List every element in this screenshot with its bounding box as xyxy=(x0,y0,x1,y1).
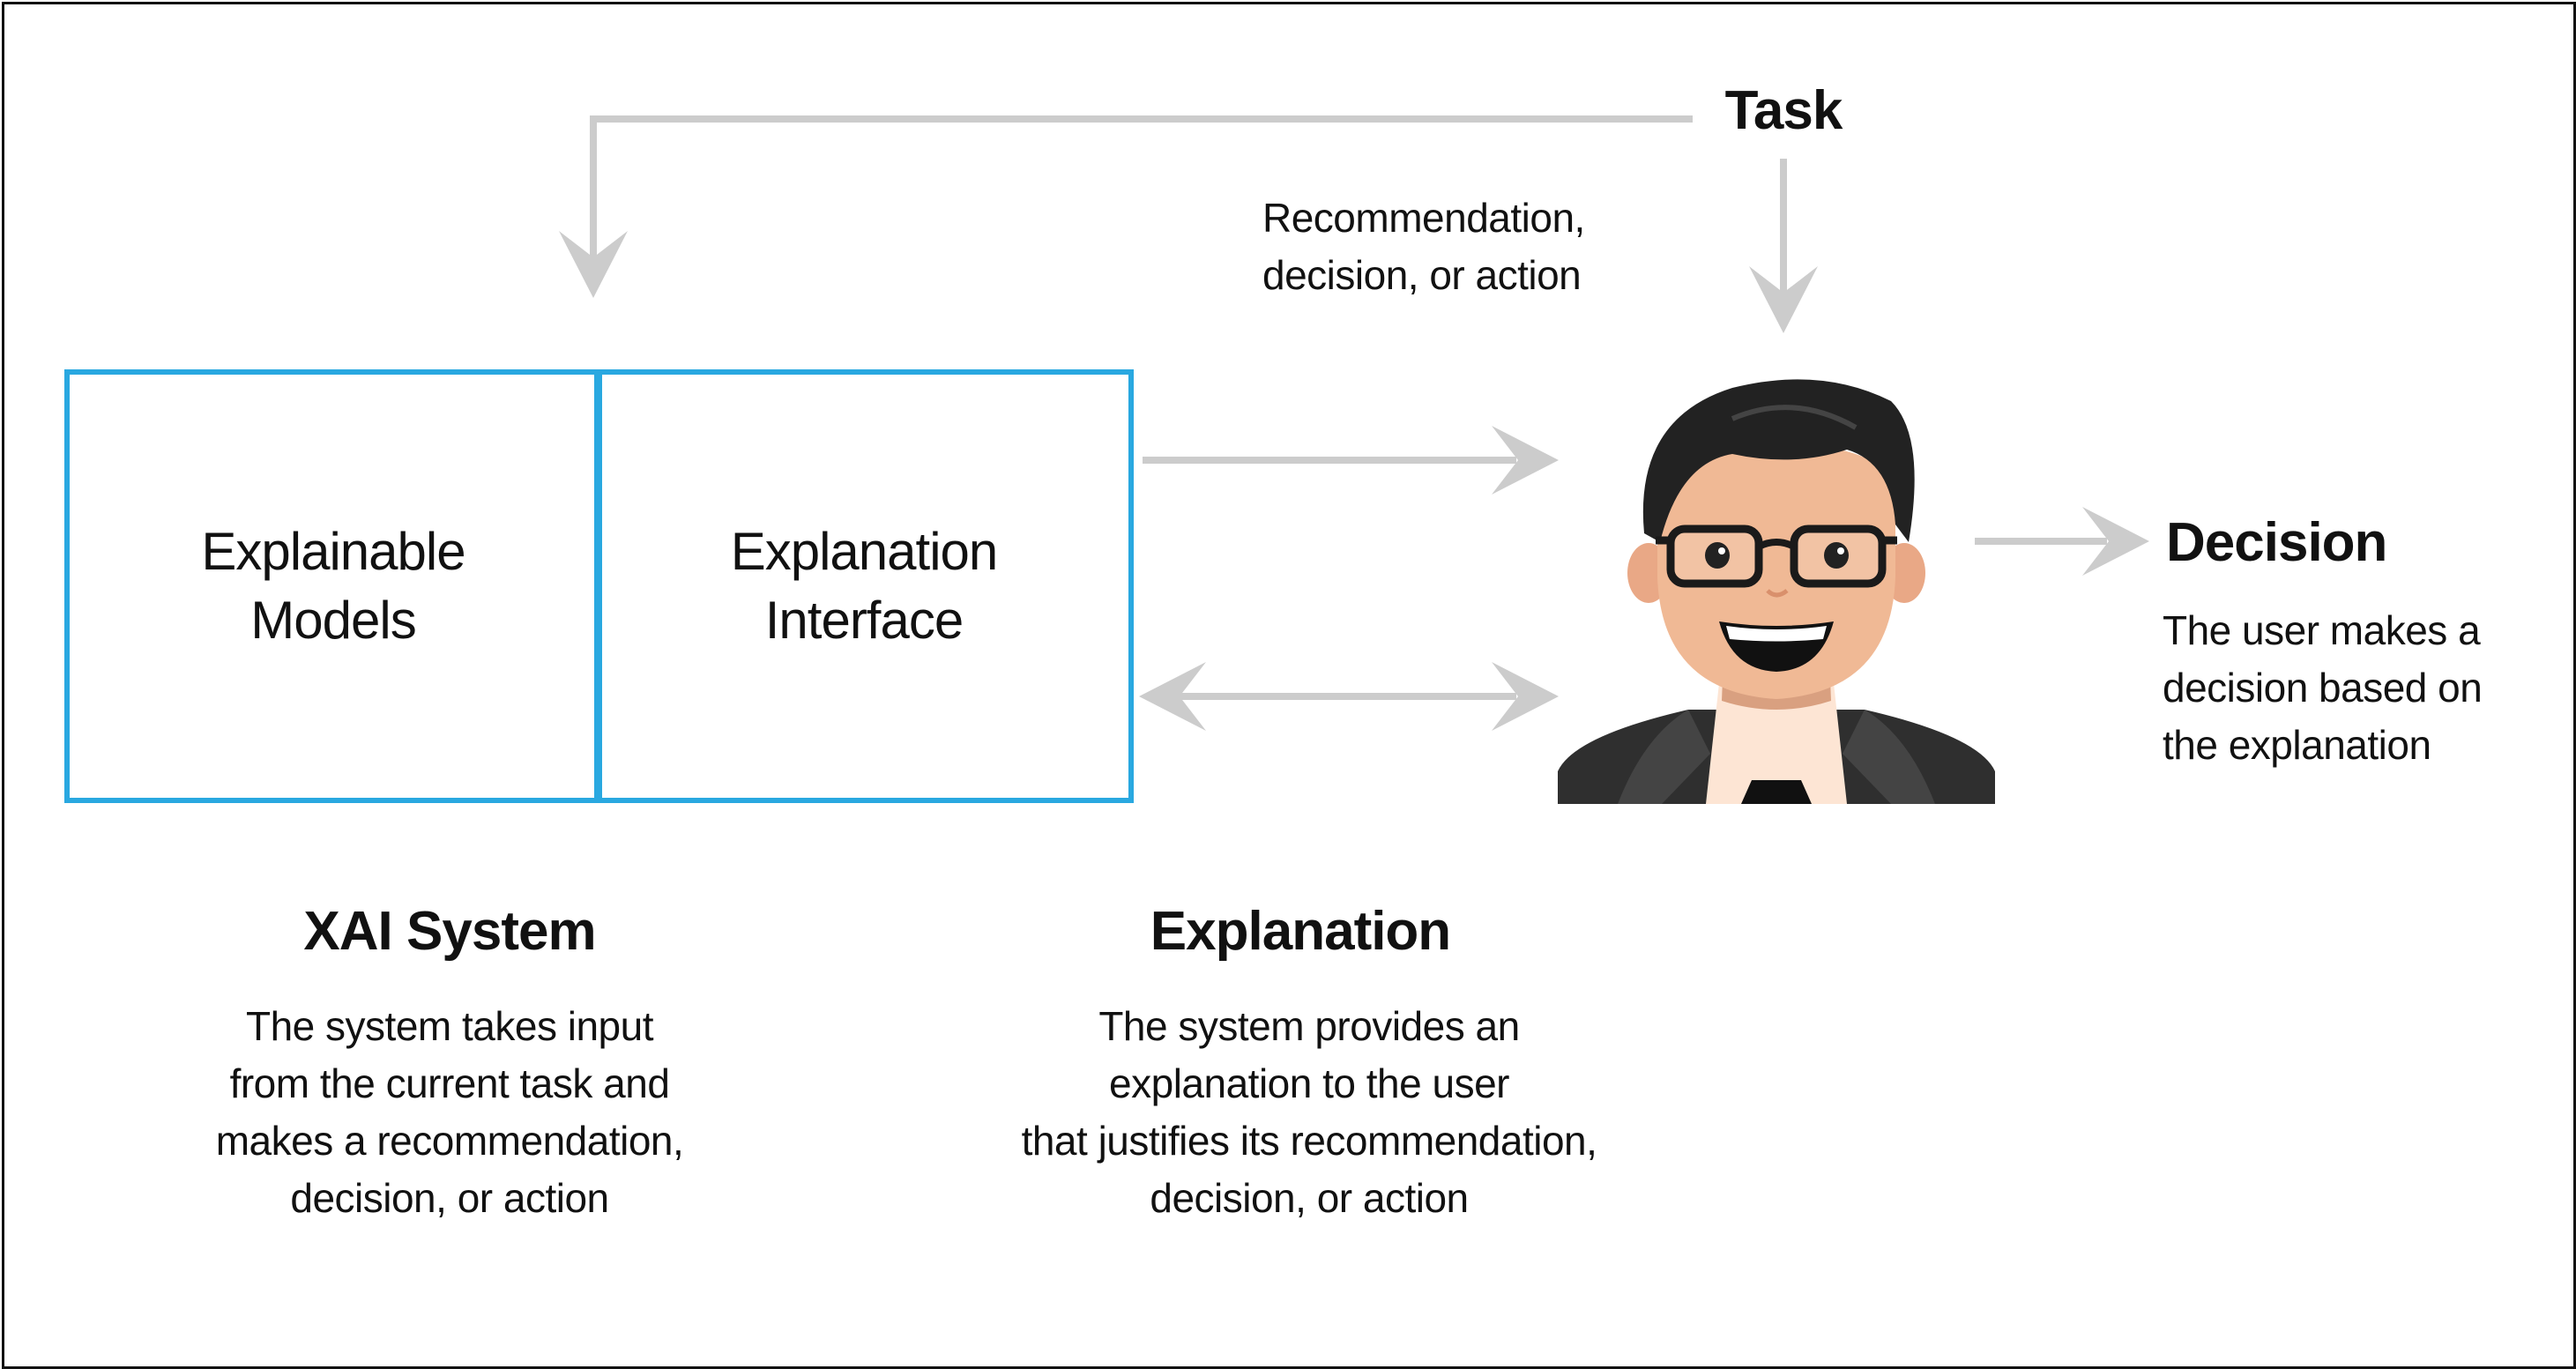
arrowhead-right-user xyxy=(1492,426,1559,495)
task-arrow-label: Recommendation, decision, or action xyxy=(1262,195,1585,298)
explanation-interface-box: Explanation Interface xyxy=(594,369,1134,803)
user-avatar-icon xyxy=(1558,379,1995,804)
explainable-models-box: Explainable Models xyxy=(64,369,602,803)
arrowhead-left-explanation xyxy=(1139,662,1206,731)
explanation-interface-label: Explanation Interface xyxy=(730,522,999,650)
decision-description: The user makes a decision based on the e… xyxy=(2163,607,2483,768)
xai-system-title: XAI System xyxy=(303,901,596,962)
task-title: Task xyxy=(1724,80,1843,141)
explainable-models-label: Explainable Models xyxy=(201,522,465,650)
arrowhead-right-decision xyxy=(2082,507,2149,576)
explanation-title: Explanation xyxy=(1150,901,1451,962)
decision-title: Decision xyxy=(2166,512,2387,573)
xai-system-description: The system takes input from the current … xyxy=(215,1003,684,1221)
explanation-description: The system provides an explanation to th… xyxy=(1021,1003,1597,1221)
task-to-system-line xyxy=(590,115,1693,264)
arrowhead-down-user xyxy=(1749,266,1818,333)
arrowhead-down-system xyxy=(559,231,628,298)
arrowhead-right-explanation xyxy=(1492,662,1559,731)
